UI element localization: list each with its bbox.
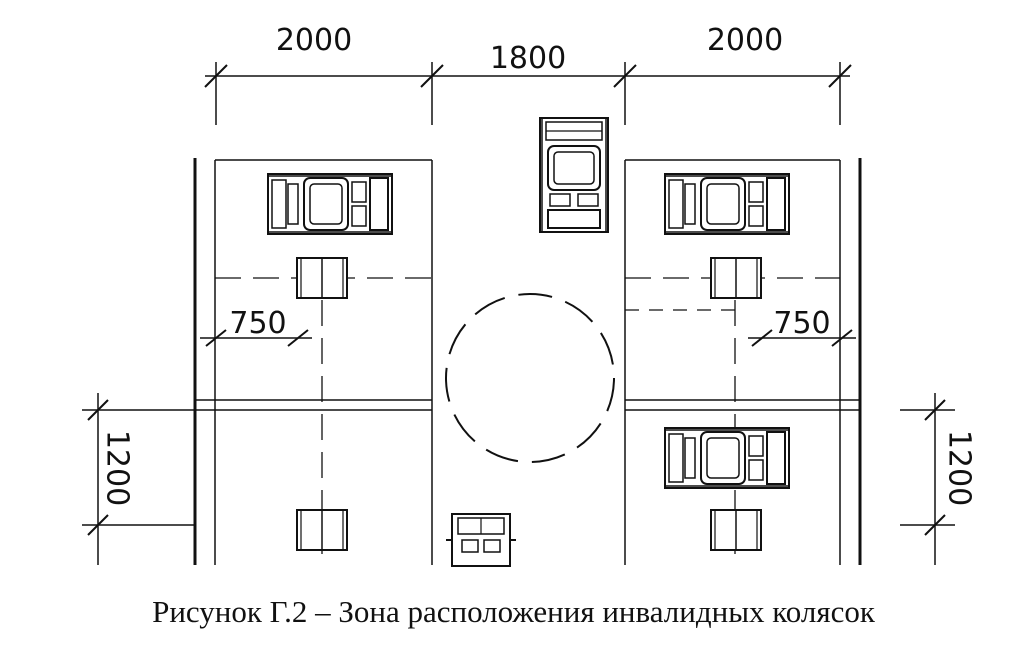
right-vertical-dimension bbox=[900, 393, 955, 565]
dimension-right-vertical: 1200 bbox=[942, 430, 977, 506]
wheelchair-bottom-right bbox=[664, 427, 790, 489]
left-zone-boundary bbox=[195, 159, 433, 565]
left-vertical-dimension bbox=[82, 393, 195, 565]
wheelchair-center-bottom bbox=[446, 513, 516, 567]
floor-plan-drawing: 2000 1800 2000 750 750 1200 1200 bbox=[82, 23, 977, 567]
seat-left-lower bbox=[296, 509, 348, 551]
wheelchair-top-right bbox=[664, 173, 790, 235]
dimension-top-left: 2000 bbox=[276, 23, 352, 58]
turning-circle bbox=[445, 293, 615, 463]
dimension-top-right: 2000 bbox=[707, 23, 783, 58]
dimension-right-inner: 750 bbox=[773, 306, 830, 341]
right-inner-dimension bbox=[748, 329, 856, 347]
left-inner-dimension bbox=[200, 329, 312, 347]
seat-left-upper bbox=[296, 257, 348, 299]
seat-right-lower bbox=[710, 509, 762, 551]
wheelchair-center-top bbox=[539, 117, 609, 233]
top-dimension-lines bbox=[204, 62, 852, 125]
right-zone-boundary bbox=[624, 159, 860, 565]
seat-right-upper bbox=[710, 257, 762, 299]
wheelchair-top-left bbox=[267, 173, 393, 235]
dimension-top-middle: 1800 bbox=[490, 41, 566, 76]
dimension-left-inner: 750 bbox=[229, 306, 286, 341]
figure-caption: Рисунок Г.2 – Зона расположения инвалидн… bbox=[152, 594, 875, 629]
dimension-left-vertical: 1200 bbox=[100, 430, 135, 506]
